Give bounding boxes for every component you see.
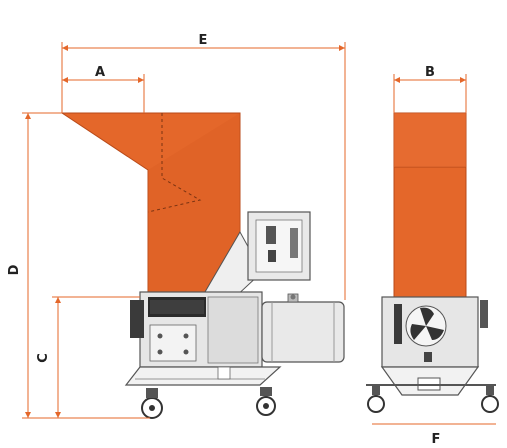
side-body xyxy=(130,291,263,368)
motor xyxy=(261,293,345,363)
side-wheels xyxy=(141,387,276,419)
front-view xyxy=(366,112,499,413)
side-hopper-shade xyxy=(148,113,240,292)
dimension-arrows xyxy=(25,45,466,418)
dimension-label-e: E xyxy=(199,33,208,48)
side-hopper-dotted xyxy=(147,113,202,213)
side-view xyxy=(60,112,345,419)
dimension-label-b: B xyxy=(425,65,435,80)
front-base xyxy=(366,366,499,413)
dimension-label-f: F xyxy=(432,432,441,447)
dimension-lines xyxy=(22,42,496,425)
dimension-label-a: A xyxy=(95,65,105,80)
control-box xyxy=(247,211,311,281)
front-body xyxy=(381,296,488,368)
dimension-label-c: C xyxy=(36,353,51,363)
dimension-label-d: D xyxy=(7,264,22,275)
side-base xyxy=(124,366,282,386)
